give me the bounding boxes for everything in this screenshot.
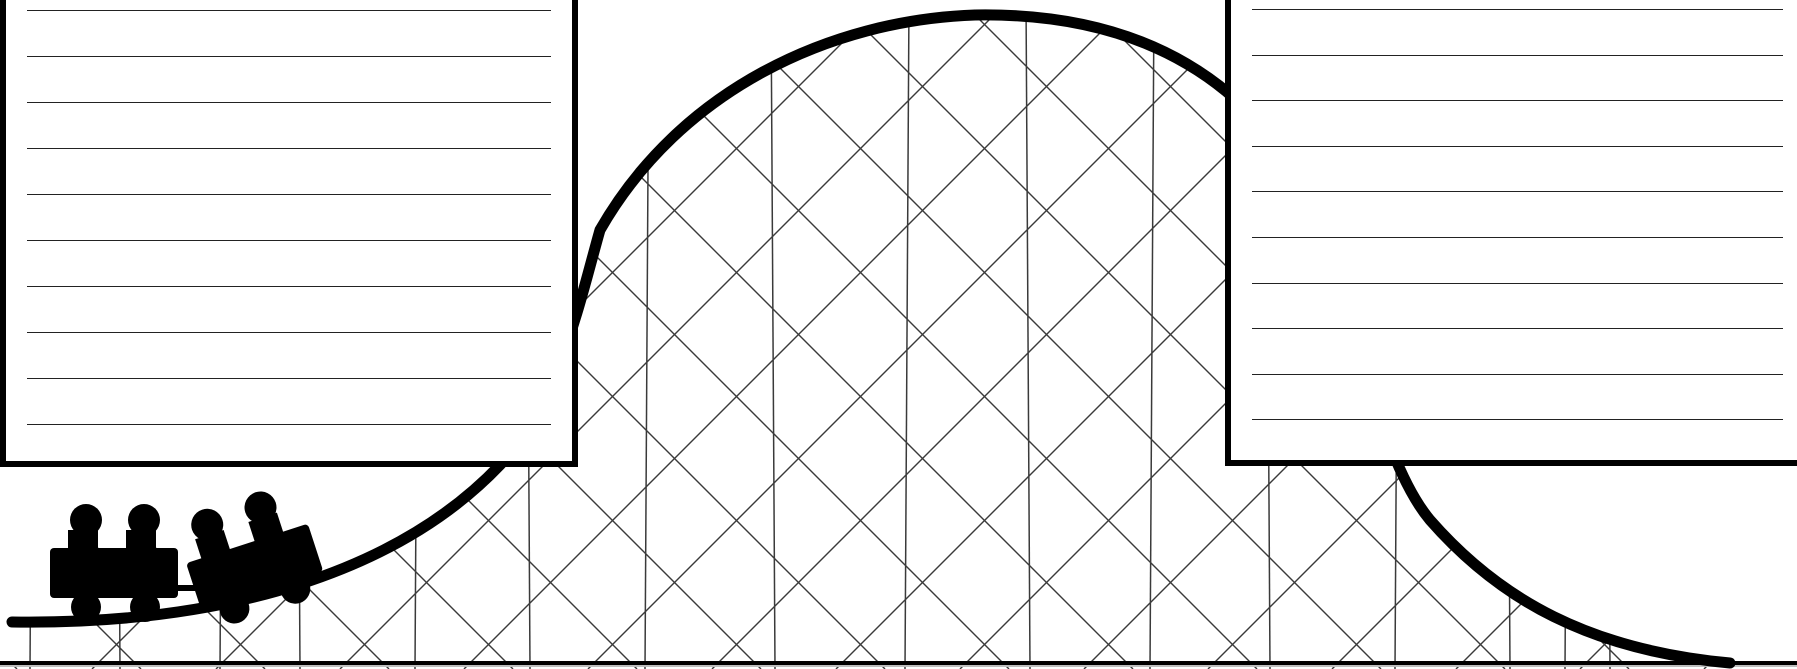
ruled-line <box>27 102 551 103</box>
ruled-line <box>1252 100 1783 101</box>
writing-box-left[interactable] <box>0 0 578 467</box>
ruled-line <box>1252 9 1783 10</box>
lattice-beam <box>645 0 649 669</box>
coaster-car-front <box>50 504 198 622</box>
ruled-line <box>27 378 551 379</box>
wheel <box>71 592 101 622</box>
ruled-line <box>1252 328 1783 329</box>
ruled-line <box>1252 55 1783 56</box>
ruled-line <box>1252 374 1783 375</box>
writing-box-right[interactable] <box>1225 0 1797 466</box>
ruled-line <box>27 10 551 11</box>
ruled-line <box>27 56 551 57</box>
ruled-line <box>1252 237 1783 238</box>
ruled-line <box>27 194 551 195</box>
ruled-line <box>27 424 551 425</box>
ruled-line <box>27 286 551 287</box>
lattice-beam <box>1026 0 1030 669</box>
wheel <box>130 592 160 622</box>
lattice-beam <box>1150 0 1154 669</box>
ruled-line <box>27 148 551 149</box>
lattice-beam <box>771 0 775 669</box>
ruled-line <box>27 332 551 333</box>
ruled-line <box>1252 419 1783 420</box>
ruled-line <box>27 240 551 241</box>
ruled-line <box>1252 191 1783 192</box>
ruled-line <box>1252 283 1783 284</box>
ruled-line <box>1252 146 1783 147</box>
